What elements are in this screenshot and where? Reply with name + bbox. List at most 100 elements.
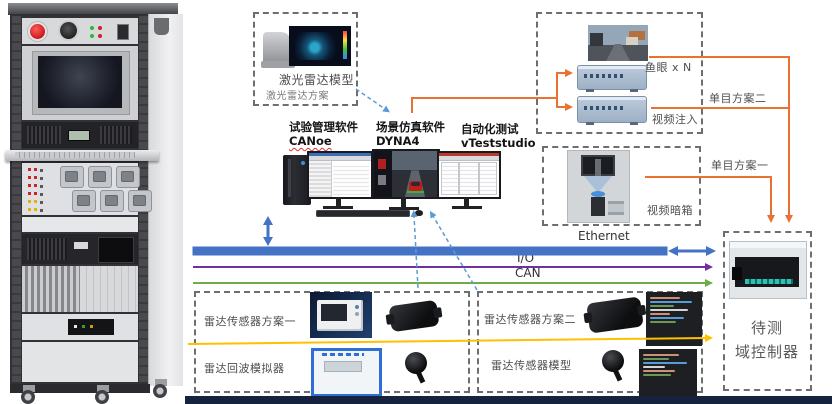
software-label-vteststudio: 自动化测试 vTeststudio: [461, 122, 536, 150]
ethernet-arrow-right: [706, 246, 716, 256]
keyboard: [316, 210, 410, 217]
code-line: [643, 366, 665, 368]
io-label: I/O: [517, 251, 535, 265]
lidar-scheme-label: 激光雷达方案: [266, 91, 329, 102]
indicator-led-row: [28, 208, 31, 211]
module-label: [74, 242, 88, 249]
indicator-led-row: [28, 192, 31, 195]
code-line: [643, 358, 669, 360]
building: [626, 37, 638, 45]
rack-server-module-1: [22, 122, 138, 148]
empty-slots: [80, 266, 138, 312]
rack-rail-left: [12, 16, 21, 382]
monitor-dyna4: [372, 149, 440, 199]
emergency-stop-button: [30, 24, 45, 39]
code-line: [650, 301, 692, 303]
rack-connector-plug: [117, 24, 129, 40]
software-role: 自动化测试: [461, 122, 519, 136]
video-inject-label: 视频注入: [652, 113, 698, 126]
panel-column: [479, 162, 497, 195]
vent-grille: [27, 126, 61, 144]
lidar-scanner-image: [261, 32, 295, 68]
dut-label: 待测 域控制器: [723, 316, 811, 364]
menubar: [309, 153, 371, 156]
module-drive-bay: [98, 237, 134, 263]
connector-plug: [732, 267, 742, 280]
video-injection-device-2: [577, 96, 647, 125]
rack-card-cage: [22, 266, 138, 312]
mono-scheme2-label: 单目方案二: [709, 92, 767, 105]
code-line: [650, 309, 688, 311]
rack-blank-panel: [22, 217, 138, 232]
rack-monitor-screen: [38, 56, 122, 108]
software-label-canoe: 试验管理软件 CANoe: [289, 120, 358, 148]
light-beam: [584, 176, 612, 193]
selection-highlight: [407, 191, 424, 193]
monitor-base: [452, 206, 482, 209]
video-darkbox-image: [567, 150, 630, 223]
code-line: [643, 374, 671, 376]
ethernet-bus-bar: [192, 246, 668, 256]
darkbox-label: 视频暗箱: [647, 204, 693, 217]
monitor-stand: [401, 197, 406, 208]
rack-server-module-2: [22, 234, 138, 264]
rack-door-handle: [154, 18, 169, 35]
rack-monitor-panel: [22, 46, 138, 120]
radar-model-code-image: [646, 292, 702, 346]
software-name: vTeststudio: [461, 136, 536, 150]
camera-body: [591, 197, 605, 216]
dut-box: [723, 231, 812, 391]
connector-pins: [745, 279, 793, 284]
rack-monitor-bezel: [32, 51, 130, 115]
can-label: CAN: [515, 266, 541, 280]
mouse: [415, 210, 423, 216]
hil-test-rack-photo: [2, 0, 188, 404]
harness-connector: [128, 190, 152, 212]
rack-side-panel: [148, 14, 183, 386]
domain-controller-image: [729, 241, 807, 299]
vent-grille: [27, 238, 67, 260]
lidar-model-link: [355, 88, 390, 113]
monitor-stand: [464, 197, 469, 207]
work-area: [333, 163, 369, 195]
radar-target-simulator-image: [310, 292, 372, 338]
harness-connector: [116, 166, 140, 188]
rack-small-unit-panel: [22, 314, 138, 340]
code-line: [643, 370, 675, 372]
radar-right-link: [429, 210, 478, 291]
radar-model-code-image: [639, 349, 697, 396]
dyna4-screen: [374, 151, 438, 197]
fisheye-label: 鱼眼 x N: [645, 61, 692, 74]
ethernet-label: Ethernet: [578, 229, 630, 243]
rack-top-cap: [8, 3, 178, 15]
indicator-led-row: [28, 184, 31, 187]
indicator-led-row: [28, 200, 31, 203]
panel-column: [441, 162, 459, 195]
pc-link-arrow-down: [263, 237, 273, 246]
software-role: 试验管理软件: [289, 120, 358, 134]
lidar-pointcloud-image: [289, 26, 351, 66]
radar-echo-simulator-label: 雷达回波模拟器: [204, 362, 285, 375]
road: [606, 43, 630, 61]
dut-label-line2: 域控制器: [734, 343, 799, 361]
vent-grille: [100, 126, 132, 144]
rack-control-panel: [22, 18, 138, 44]
code-line: [650, 321, 676, 323]
pointcloud: [295, 32, 339, 60]
rack-connector-panel: [22, 163, 152, 215]
monitor-base: [323, 206, 353, 209]
toolbar: [309, 156, 371, 161]
keyboard-tray: [5, 150, 159, 161]
monitor-stand: [336, 197, 341, 207]
building: [629, 31, 645, 40]
dut-label-line1: 待测: [750, 319, 783, 337]
harness-connector: [60, 166, 84, 188]
code-line: [643, 362, 687, 364]
radar-left-link: [410, 210, 419, 289]
dyna4-scene: [392, 151, 438, 197]
indicator-led-row: [28, 176, 31, 179]
small-unit: [68, 319, 114, 335]
mono-scheme1-label: 单目方案一: [711, 159, 769, 172]
monitor-vteststudio: [437, 151, 501, 199]
